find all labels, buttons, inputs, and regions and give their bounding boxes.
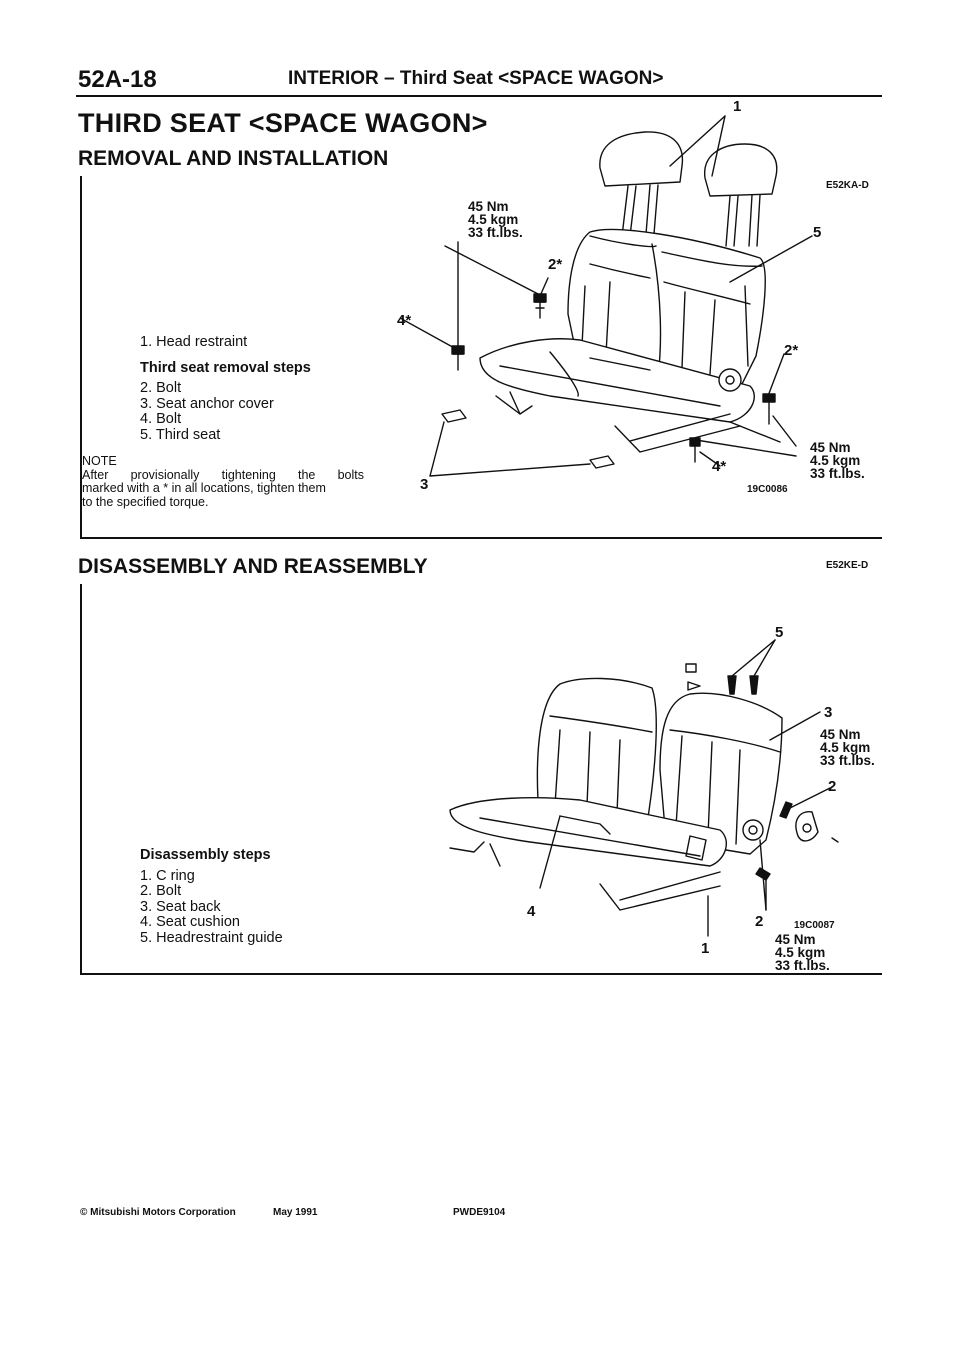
removal-frame-left [80,176,82,538]
d-torque-right: 45 Nm 4.5 kgm 33 ft.lbs. [820,727,875,768]
removal-legend: 1. Head restraint Third seat removal ste… [140,334,311,443]
d-torque-bottom: 45 Nm 4.5 kgm 33 ft.lbs. [775,932,830,973]
torque-ftlbs: 33 ft.lbs. [468,225,523,240]
disassembly-code: E52KE-D [826,560,869,571]
torque-ftlbs: 33 ft.lbs. [810,466,865,481]
torque-ftlbs: 33 ft.lbs. [775,958,830,973]
disassembly-step: 5. Headrestraint guide [140,929,283,946]
callout-4-bottom: 4* [712,458,727,475]
header-rule [76,95,882,97]
removal-step: 4. Bolt [140,411,182,427]
section-title: INTERIOR – Third Seat <SPACE WAGON> [288,68,664,89]
d-callout-4: 4 [527,903,536,920]
callout-3: 3 [420,476,429,493]
disassembly-figure-code: 19C0087 [794,920,835,931]
removal-seat-illustration [400,96,890,516]
disassembly-frame-bottom [80,973,882,975]
page-title: THIRD SEAT <SPACE WAGON> [78,108,488,138]
removal-step: 3. Seat anchor cover [140,395,274,412]
d-callout-2-right: 2 [828,778,837,795]
torque-nm: 45 Nm [468,199,509,214]
d-callout-5: 5 [775,624,784,641]
disassembly-step: 4. Seat cushion [140,914,240,930]
removal-frame-bottom [80,537,882,539]
note-line: marked with a * in all locations, tighte… [82,481,326,495]
torque-nm: 45 Nm [775,932,816,947]
removal-note: NOTE After provisionally tightening the … [82,454,364,509]
torque-nm: 45 Nm [820,727,861,742]
disassembly-step: 3. Seat back [140,898,221,915]
note-line: to the specified torque. [82,494,209,509]
removal-step: 2. Bolt [140,380,182,396]
torque-kgm: 4.5 kgm [810,453,861,468]
page-number: 52A-18 [78,66,157,93]
disassembly-frame-left [80,584,82,974]
disassembly-legend: Disassembly steps 1. C ring 2. Bolt 3. S… [140,847,283,946]
removal-step: 5. Third seat [140,426,221,443]
disassembly-steps-title: Disassembly steps [140,847,271,863]
callout-1: 1 [733,98,742,115]
disassembly-heading: DISASSEMBLY AND REASSEMBLY [78,555,428,578]
d-callout-2-bottom: 2 [755,913,764,930]
legend-item-head-restraint: 1. Head restraint [140,334,248,350]
footer-date: May 1991 [273,1207,318,1218]
torque-nm: 45 Nm [810,440,851,455]
disassembly-step: 2. Bolt [140,883,182,899]
footer-copyright: © Mitsubishi Motors Corporation [80,1207,236,1218]
removal-steps-title: Third seat removal steps [140,359,311,376]
torque-kgm: 4.5 kgm [820,740,871,755]
disassembly-step: 1. C ring [140,867,195,884]
note-line: After provisionally tightening the bolts [82,467,364,482]
torque-right: 45 Nm 4.5 kgm 33 ft.lbs. [810,440,865,481]
callout-2-top: 2* [548,256,563,273]
removal-figure-code: 19C0086 [747,484,788,495]
footer-doc-code: PWDE9104 [453,1207,506,1218]
note-label: NOTE [82,454,117,468]
torque-kgm: 4.5 kgm [468,212,519,227]
disassembly-seat-illustration [420,620,890,940]
torque-top: 45 Nm 4.5 kgm 33 ft.lbs. [468,199,523,240]
torque-kgm: 4.5 kgm [775,945,826,960]
removal-heading: REMOVAL AND INSTALLATION [78,147,389,170]
d-callout-1: 1 [701,940,710,957]
callout-2-right: 2* [784,342,799,359]
removal-code: E52KA-D [826,180,869,191]
torque-ftlbs: 33 ft.lbs. [820,753,875,768]
d-callout-3: 3 [824,704,833,721]
callout-5: 5 [813,224,822,241]
callout-4-left: 4* [397,312,412,329]
